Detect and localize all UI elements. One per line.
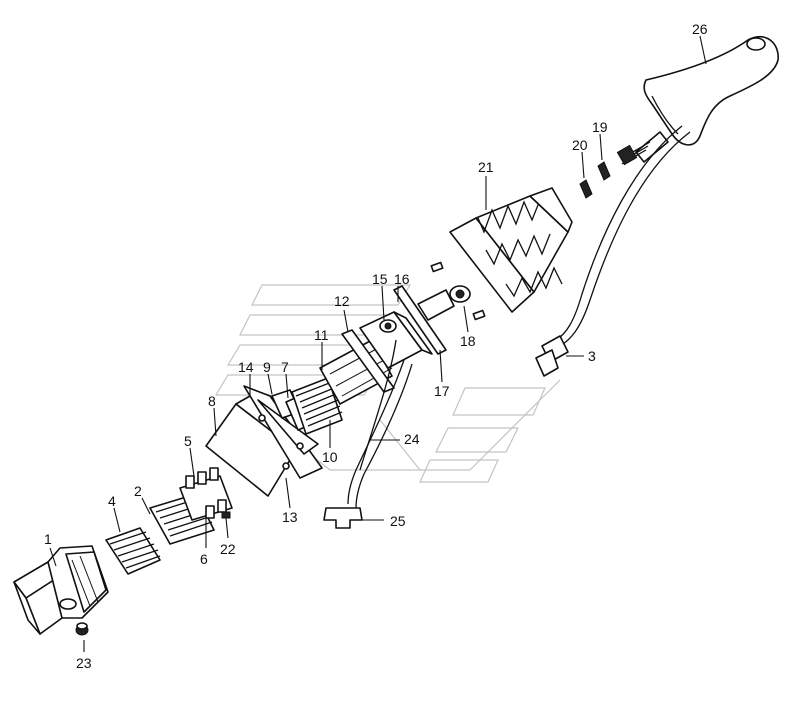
label-7: 7 <box>281 359 289 375</box>
part-19-clip <box>597 161 611 181</box>
label-16: 16 <box>394 271 410 287</box>
part-18-knob <box>417 261 486 321</box>
label-20: 20 <box>572 137 588 153</box>
part-26-handle <box>616 35 779 166</box>
part-20-clip <box>579 179 593 199</box>
cable-24-harness <box>347 339 413 509</box>
part-16-17-plate <box>393 285 447 355</box>
label-17: 17 <box>434 383 450 399</box>
part-4-spring <box>105 527 161 575</box>
label-23: 23 <box>76 655 92 671</box>
label-2: 2 <box>134 483 142 499</box>
label-22: 22 <box>220 541 236 557</box>
label-13: 13 <box>282 509 298 525</box>
callout-labels: 1 2 3 4 5 6 7 8 9 10 11 12 13 14 15 16 1… <box>44 21 708 671</box>
label-12: 12 <box>334 293 350 309</box>
label-19: 19 <box>592 119 608 135</box>
label-11: 11 <box>314 327 329 343</box>
part-12-plate <box>341 329 395 393</box>
part-21-bellows <box>449 187 573 313</box>
leader-lines <box>49 35 707 652</box>
label-24: 24 <box>404 431 420 447</box>
part-1-base-block <box>13 545 109 636</box>
label-3: 3 <box>588 348 596 364</box>
label-6: 6 <box>200 551 208 567</box>
part-25-connector <box>323 507 363 529</box>
label-14: 14 <box>238 359 254 375</box>
label-4: 4 <box>108 493 116 509</box>
cable-3-harness <box>535 125 691 377</box>
label-10: 10 <box>322 449 338 465</box>
label-18: 18 <box>460 333 476 349</box>
label-8: 8 <box>208 393 216 409</box>
part-8-housing <box>205 385 323 497</box>
label-9: 9 <box>263 359 271 375</box>
label-1: 1 <box>44 531 52 547</box>
label-25: 25 <box>390 513 406 529</box>
part-5-switch-block <box>179 467 233 521</box>
label-21: 21 <box>478 159 494 175</box>
label-15: 15 <box>372 271 388 287</box>
label-5: 5 <box>184 433 192 449</box>
part-15-core <box>359 311 433 369</box>
label-26: 26 <box>692 21 708 37</box>
